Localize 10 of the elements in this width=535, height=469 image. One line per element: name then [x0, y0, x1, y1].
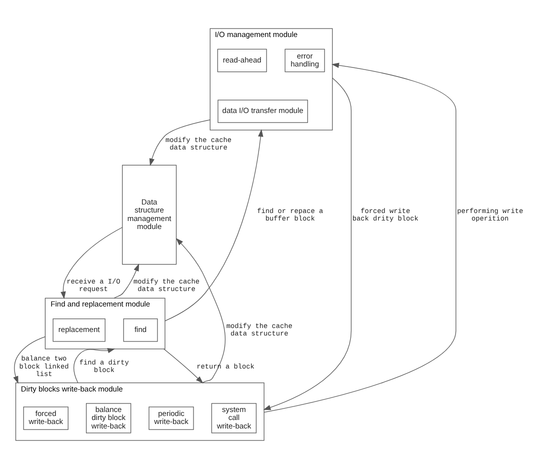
arrow [74, 348, 116, 384]
arrow [263, 78, 352, 410]
arrow [164, 129, 264, 322]
arrow [60, 227, 123, 300]
arrow [163, 348, 204, 384]
arrow [114, 264, 140, 298]
arrow [264, 62, 456, 413]
arrow [149, 119, 210, 166]
arrow [13, 336, 46, 384]
arrow [176, 238, 226, 384]
